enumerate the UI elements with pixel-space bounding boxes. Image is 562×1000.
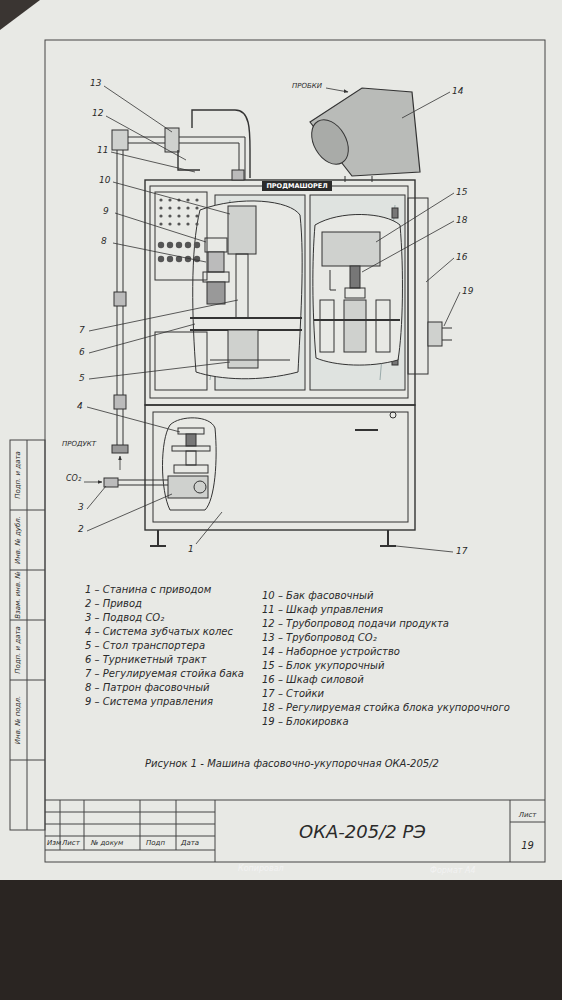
parts-list-item: 13 – Трубопровод CO₂	[262, 632, 377, 644]
panel-indicator	[195, 222, 198, 225]
leader-lines	[84, 86, 460, 552]
title-block-header: Подп	[146, 839, 165, 847]
maker-plate-text: ПРОДМАШОРЕЛ	[266, 182, 327, 190]
sheet-frame	[10, 40, 545, 862]
parts-list-item: 8 – Патрон фасовочный	[85, 682, 210, 694]
panel-indicator	[185, 242, 191, 248]
panel-indicator	[167, 256, 173, 262]
panel-indicator	[177, 214, 180, 217]
parts-list-item: 4 – Система зубчатых колес	[85, 626, 233, 638]
panel-indicator	[195, 198, 198, 201]
parts-list-item: 9 – Система управления	[85, 696, 213, 708]
figure-caption: Рисунок 1 - Машина фасовочно-укупорочная…	[145, 758, 439, 770]
callout-number: 11	[97, 145, 108, 155]
callout-number: 8	[101, 236, 107, 246]
panel-indicator	[168, 222, 171, 225]
panel-indicator	[186, 206, 189, 209]
panel-indicator	[159, 198, 162, 201]
parts-list-item: 5 – Стол транспортера	[85, 640, 205, 652]
document-code: ОКА-205/2 РЭ	[216, 801, 509, 861]
panel-indicator	[186, 222, 189, 225]
document-code-text: ОКА-205/2 РЭ	[299, 821, 426, 842]
parts-list-item: 15 – Блок укупорочный	[262, 660, 385, 672]
title-block-header: № докум	[91, 839, 123, 847]
sheet-number-text: Лист	[519, 811, 537, 819]
panel-indicator	[167, 242, 173, 248]
callout-number: 9	[103, 206, 109, 216]
input-label: ПРОДУКТ	[62, 440, 96, 448]
parts-list-item: 16 – Шкаф силовой	[262, 674, 364, 686]
maker-plate: ПРОДМАШОРЕЛ	[262, 181, 332, 191]
control-panel-indicators	[158, 198, 200, 262]
table-surface	[0, 880, 562, 1000]
parts-list-item: 1 – Станина с приводом	[85, 584, 211, 596]
input-label: ПРОБКИ	[292, 82, 322, 90]
callout-number: 10	[99, 175, 110, 185]
parts-list-item: 12 – Трубопровод подачи продукта	[262, 618, 449, 630]
panel-indicator	[168, 214, 171, 217]
panel-indicator	[159, 206, 162, 209]
stamp-field: Взам. инв. №	[14, 571, 22, 619]
title-block-header: Дата	[181, 839, 199, 847]
callout-number: 5	[79, 373, 85, 383]
panel-indicator	[177, 222, 180, 225]
parts-list-item: 10 – Бак фасовочный	[262, 590, 373, 602]
panel-indicator	[194, 242, 200, 248]
callout-number: 17	[456, 546, 467, 556]
parts-list-item: 3 – Подвод CO₂	[85, 612, 164, 624]
callout-number: 7	[79, 325, 85, 335]
photo-corner	[0, 0, 40, 30]
sheet-number: Лист 19	[511, 801, 544, 861]
parts-list-item: 18 – Регулируемая стойка блока укупорочн…	[262, 702, 510, 714]
callout-number: 14	[452, 86, 463, 96]
callout-number: 18	[456, 215, 467, 225]
parts-list-item: 6 – Турникетный тракт	[85, 654, 206, 666]
parts-list-item: 14 – Наборное устройство	[262, 646, 400, 658]
panel-indicator	[195, 214, 198, 217]
stamp-field: Инв. № подл.	[14, 696, 22, 744]
callout-number: 3	[78, 502, 84, 512]
parts-list-item: 2 – Привод	[85, 598, 142, 610]
title-block-header: Лист	[62, 839, 80, 847]
panel-indicator	[186, 214, 189, 217]
parts-list-item: 11 – Шкаф управления	[262, 604, 383, 616]
parts-list-item: 17 – Стойки	[262, 688, 324, 700]
stamp-field: Подп. и дата	[14, 626, 22, 674]
parts-list-item: 19 – Блокировка	[262, 716, 349, 728]
callout-number: 15	[456, 187, 467, 197]
callout-number: 16	[456, 252, 467, 262]
callout-number: 6	[79, 347, 85, 357]
title-block-header: Изм	[47, 839, 61, 847]
panel-indicator	[158, 256, 164, 262]
sheet-note: Копировал	[238, 864, 284, 873]
sheet-note: Формат А4	[430, 866, 476, 875]
parts-list-item: 7 – Регулируемая стойка бака	[85, 668, 244, 680]
sheet-number-text: 19	[521, 840, 534, 851]
callout-number: 19	[462, 286, 473, 296]
callout-number: 13	[90, 78, 101, 88]
panel-indicator	[168, 198, 171, 201]
panel-indicator	[168, 206, 171, 209]
callout-number: 2	[78, 524, 84, 534]
panel-indicator	[159, 222, 162, 225]
panel-indicator	[195, 206, 198, 209]
input-label: CO₂	[66, 474, 81, 483]
callout-number: 12	[92, 108, 103, 118]
panel-indicator	[176, 242, 182, 248]
stamp-field: Подп. и дата	[14, 451, 22, 499]
callout-number: 4	[77, 401, 83, 411]
panel-indicator	[194, 256, 200, 262]
panel-indicator	[159, 214, 162, 217]
panel-indicator	[158, 242, 164, 248]
panel-indicator	[177, 206, 180, 209]
stamp-field: Инв. № дубл.	[14, 516, 22, 564]
callout-number: 1	[188, 544, 194, 554]
panel-indicator	[186, 198, 189, 201]
